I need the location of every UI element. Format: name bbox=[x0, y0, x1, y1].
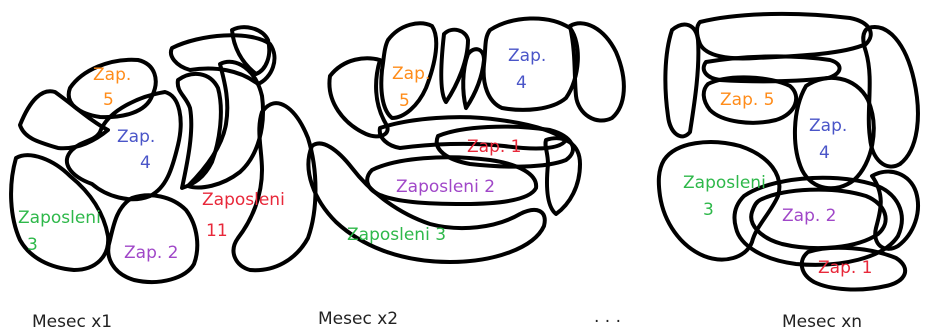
panel-mesec-x2: Zap. 5 Zap. 4 Zap. 1 Zaposleni 2 Zaposle… bbox=[308, 18, 623, 329]
label-zap-1: Zap. 1 bbox=[467, 137, 521, 157]
label-zaposleni-3: Zaposleni 3 bbox=[347, 225, 446, 245]
region-left-arc bbox=[329, 58, 387, 136]
label-zap-5-line1: Zap. bbox=[93, 65, 131, 85]
label-zaposleni-3: Zaposleni 3 bbox=[18, 208, 101, 255]
region-zaposleni-11 bbox=[234, 103, 316, 270]
label-zap-2: Zap. 2 bbox=[782, 206, 836, 226]
label-zap-5: Zap. 5 bbox=[93, 65, 131, 110]
label-zaposleni-3-line2: 3 bbox=[27, 235, 38, 255]
label-zaposleni-11-line2: 11 bbox=[206, 221, 228, 241]
panel-mesec-xn: Zap. 5 Zap. 4 Zaposleni 3 Zap. 2 Zap. 1 … bbox=[659, 14, 918, 332]
label-zap-4-line2: 4 bbox=[516, 73, 527, 93]
label-zap-5-line1: Zap. bbox=[392, 64, 430, 84]
label-zap-2: Zap. 2 bbox=[124, 243, 178, 263]
ellipsis: . . . bbox=[594, 307, 621, 327]
label-zap-4: Zap. 4 bbox=[809, 116, 847, 163]
label-zap-4-line1: Zap. bbox=[117, 127, 155, 147]
label-zap-5-line2: 5 bbox=[103, 90, 114, 110]
label-zap-5: Zap. 5 bbox=[720, 90, 774, 110]
label-zap-4-line1: Zap. bbox=[508, 46, 546, 66]
panel-mesec-x1: Zap. 5 Zap. 4 Zaposleni 11 Zaposleni 3 Z… bbox=[11, 27, 315, 332]
label-zap-5-line2: 5 bbox=[399, 91, 410, 111]
region-zap-2 bbox=[108, 195, 197, 282]
label-zap-4-line2: 4 bbox=[819, 143, 830, 163]
label-zap-4: Zap. 4 bbox=[117, 127, 155, 173]
region-top-band bbox=[697, 14, 871, 59]
label-zap-4-line1: Zap. bbox=[809, 116, 847, 136]
label-zap-1: Zap. 1 bbox=[818, 258, 872, 278]
label-zap-4: Zap. 4 bbox=[508, 46, 546, 93]
caption-mesec-xn: Mesec xn bbox=[782, 312, 862, 332]
label-zaposleni-3-line2: 3 bbox=[703, 200, 714, 220]
region-right-small bbox=[545, 138, 580, 214]
label-zaposleni-2: Zaposleni 2 bbox=[396, 177, 495, 197]
label-zap-4-line2: 4 bbox=[140, 153, 151, 173]
label-zaposleni-11-line1: Zaposleni bbox=[202, 190, 285, 210]
label-zaposleni-3-line1: Zaposleni bbox=[683, 173, 766, 193]
label-zaposleni-3-line1: Zaposleni bbox=[18, 208, 101, 228]
region-thin-sliver-2 bbox=[463, 49, 484, 108]
region-left-tall bbox=[665, 25, 698, 137]
caption-mesec-x1: Mesec x1 bbox=[32, 312, 112, 332]
caption-mesec-x2: Mesec x2 bbox=[318, 309, 398, 329]
